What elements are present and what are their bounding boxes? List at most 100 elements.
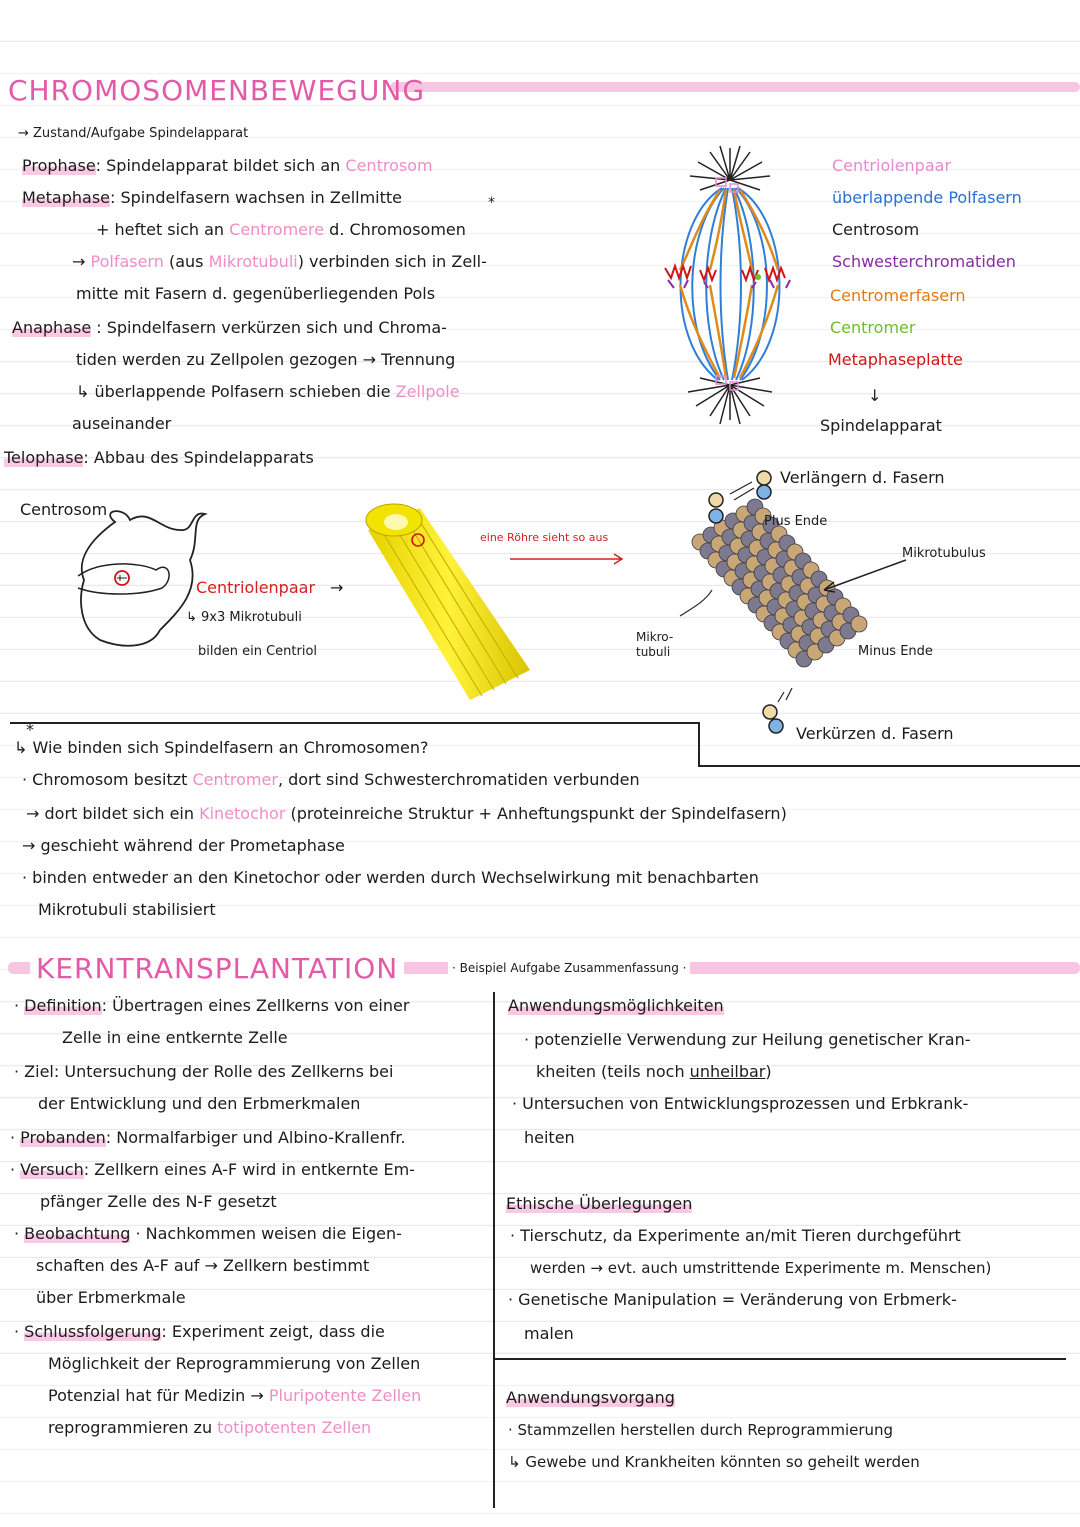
centriolenpaar-arrow: → — [330, 578, 344, 597]
legend-centromerfasern: Centromerfasern — [830, 286, 966, 305]
tube-note-arrow — [510, 553, 624, 565]
a2-pre: kheiten (teils noch — [536, 1062, 690, 1081]
binding-line-2: → dort bildet sich ein Kinetochor (prote… — [26, 798, 787, 830]
anaphase-text: : Spindelfasern verkürzen sich und Chrom… — [91, 318, 447, 337]
ana3-pink: Zellpole — [395, 382, 460, 401]
vers-line-1: · Versuch: Zellkern eines A-F wird in en… — [10, 1160, 415, 1179]
def-text-1: : Übertragen eines Zellkerns von einer — [101, 996, 410, 1015]
schl-line-3: Potenzial hat für Medizin → Pluripotente… — [48, 1380, 421, 1412]
a2-underlined: unheilbar — [689, 1062, 766, 1081]
shorten-label: Verkürzen d. Fasern — [796, 724, 954, 743]
b1-pink: Centromer — [192, 770, 278, 789]
intro-line: → Zustand/Aufgabe Spindelapparat — [18, 126, 249, 141]
meta2-pink: Centromere — [229, 220, 325, 239]
schl-line-1: · Schlussfolgerung: Experiment zeigt, da… — [14, 1322, 385, 1341]
schl-text-1: : Experiment zeigt, dass die — [161, 1322, 385, 1341]
binding-line-1: · Chromosom besitzt Centromer, dort sind… — [22, 764, 640, 796]
ziel-line-1: · Ziel: Untersuchung der Rolle des Zellk… — [14, 1062, 394, 1081]
legend-arrow: ↓ — [868, 386, 882, 405]
beob-line-1: · Beobachtung · Nachkommen weisen die Ei… — [14, 1224, 402, 1243]
def-line-2: Zelle in eine entkernte Zelle — [62, 1028, 288, 1047]
anw-line-3: · Untersuchen von Entwicklungsprozessen … — [512, 1094, 969, 1113]
meta3-pink1: Polfasern — [90, 252, 164, 271]
spindle-apparatus-drawing — [664, 145, 791, 425]
eth-title: Ethische Überlegungen — [506, 1188, 693, 1220]
schl-label: Schlussfolgerung — [24, 1322, 162, 1341]
ziel-line-2: der Entwicklung und den Erbmerkmalen — [38, 1094, 361, 1113]
binding-box-step — [698, 722, 700, 766]
lengthen-label: Verlängern d. Fasern — [780, 468, 945, 487]
eth-line-3: · Genetische Manipulation = Veränderung … — [508, 1290, 957, 1309]
binding-star: * — [26, 720, 34, 739]
microtubule-model — [679, 470, 868, 734]
ziel-label: Ziel — [24, 1062, 54, 1081]
binding-box-step-line — [698, 765, 1080, 767]
footnote-star: * — [488, 195, 495, 211]
b1-post: , dort sind Schwesterchromatiden verbund… — [277, 770, 640, 789]
prophase-pink-term: Centrosom — [345, 156, 433, 175]
centriolenpaar-label: Centriolenpaar — [196, 578, 316, 597]
right-column-divider — [494, 1358, 1066, 1360]
schl-line-2: Möglichkeit der Reprogrammierung von Zel… — [48, 1354, 421, 1373]
section-title-chromosomenbewegung: CHROMOSOMENBEWEGUNG — [8, 74, 426, 107]
binding-line-5: Mikrotubuli stabilisiert — [38, 900, 216, 919]
meta3-arrow: → — [72, 252, 91, 271]
vorg-title-text: Anwendungsvorgang — [506, 1388, 675, 1407]
meta3-post: ) verbinden sich in Zell- — [297, 252, 487, 271]
legend-polfasern: überlappende Polfasern — [832, 188, 1022, 207]
beob-line-2: schaften des A-F auf → Zellkern bestimmt — [36, 1256, 370, 1275]
column-divider — [493, 992, 495, 1508]
beob-line-3: über Erbmerkmale — [36, 1288, 186, 1307]
eth-line-2: werden → evt. auch umstrittende Experime… — [530, 1259, 992, 1277]
centrosom-label: Centrosom — [20, 500, 108, 519]
schl3-pink: Pluripotente Zellen — [268, 1386, 422, 1405]
b2-pre: → dort bildet sich ein — [26, 804, 200, 823]
legend-caption: Spindelapparat — [820, 416, 942, 435]
ziel-text-1: : Untersuchung der Rolle des Zellkerns b… — [53, 1062, 394, 1081]
meta2-post: d. Chromosomen — [324, 220, 466, 239]
telophase-text: : Abbau des Spindelapparats — [83, 448, 314, 467]
eth-line-1: · Tierschutz, da Experimente an/mit Tier… — [510, 1226, 961, 1245]
beob-label: Beobachtung — [24, 1224, 131, 1243]
binding-question: ↳ Wie binden sich Spindelfasern an Chrom… — [14, 738, 429, 757]
anw-title: Anwendungsmöglichkeiten — [508, 990, 724, 1022]
mikrotubulus-arrow — [823, 559, 907, 593]
metaphase-text: : Spindelfasern wachsen in Zellmitte — [110, 188, 402, 207]
centriol-sub-2: bilden ein Centriol — [198, 644, 318, 659]
eth-title-text: Ethische Überlegungen — [506, 1194, 693, 1213]
schl4-pink: totipotenten Zellen — [217, 1418, 372, 1437]
legend-centromer: Centromer — [830, 318, 916, 337]
legend-metaphaseplatte: Metaphaseplatte — [828, 350, 963, 369]
prophase-text: : Spindelapparat bildet sich an — [95, 156, 346, 175]
metaphase-label: Metaphase — [22, 188, 111, 207]
anaphase-line-3: ↳ überlappende Polfasern schieben die Ze… — [76, 376, 460, 408]
binding-box-top-line — [10, 722, 700, 724]
schl4-pre: reprogrammieren zu — [48, 1418, 218, 1437]
anw-line-2: kheiten (teils noch unheilbar) — [536, 1056, 772, 1088]
a2-post: ) — [765, 1062, 772, 1081]
minus-end-label: Minus Ende — [858, 644, 933, 659]
beob-text-1: · Nachkommen weisen die Eigen- — [130, 1224, 402, 1243]
anaphase-label: Anaphase — [12, 318, 92, 337]
tubulin-bead — [850, 615, 868, 633]
b2-pink: Kinetochor — [199, 804, 286, 823]
section-title-kerntransplantation: KERNTRANSPLANTATION — [30, 952, 405, 985]
meta3-pink2: Mikrotubuli — [208, 252, 298, 271]
section2-note: · Beispiel Aufgabe Zusammenfassung · — [448, 958, 691, 978]
mikrotubuli-side-label: Mikro- tubuli — [636, 630, 674, 659]
mikrotubulus-label: Mikrotubulus — [902, 546, 986, 561]
vers-text-1: : Zellkern eines A-F wird in entkernte E… — [83, 1160, 415, 1179]
prob-line: · Probanden: Normalfarbiger und Albino-K… — [10, 1128, 406, 1147]
ana3-pre: ↳ überlappende Polfasern schieben die — [76, 382, 396, 401]
anw-line-4: heiten — [524, 1128, 575, 1147]
prophase-label: Prophase — [22, 156, 96, 175]
legend-centriolenpaar: Centriolenpaar — [832, 156, 952, 175]
legend-schwesterchromatiden: Schwesterchromatiden — [832, 252, 1016, 271]
metaphase-line-4: mitte mit Fasern d. gegenüberliegenden P… — [76, 284, 436, 303]
vorg-title: Anwendungsvorgang — [506, 1382, 675, 1414]
vers-line-2: pfänger Zelle des N-F gesetzt — [40, 1192, 277, 1211]
vers-label: Versuch — [20, 1160, 84, 1179]
anaphase-line-2: tiden werden zu Zellpolen gezogen → Tren… — [76, 350, 456, 369]
centriol-sub-1: ↳ 9x3 Mikrotubuli — [186, 610, 302, 625]
vorg-line-2: ↳ Gewebe und Krankheiten könnten so gehe… — [508, 1453, 920, 1471]
